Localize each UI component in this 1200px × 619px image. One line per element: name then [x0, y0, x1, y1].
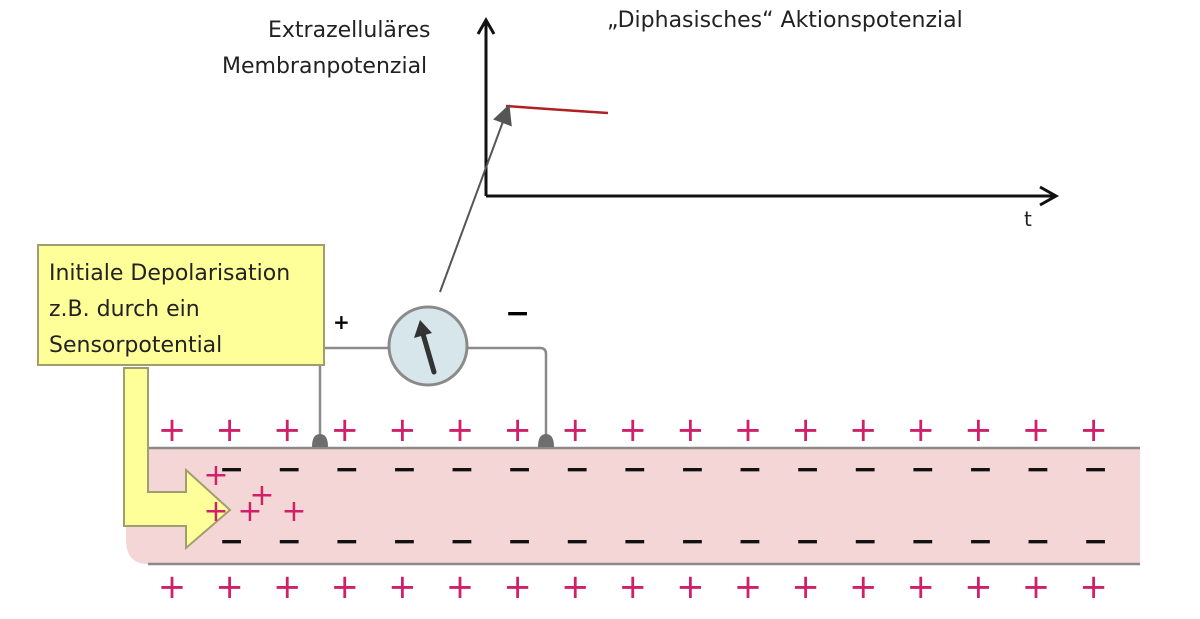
negative-charge: −: [334, 524, 359, 559]
positive-charge: +: [215, 567, 244, 607]
negative-charge: −: [1083, 524, 1108, 559]
positive-charge: +: [1022, 567, 1051, 607]
positive-charge: +: [676, 410, 705, 450]
positive-electrode-tip: [312, 434, 328, 447]
negative-charge: −: [910, 452, 935, 487]
positive-charge: +: [281, 494, 306, 529]
positive-charge: +: [849, 410, 878, 450]
negative-charge: −: [680, 524, 705, 559]
positive-charge: +: [734, 410, 763, 450]
positive-charge: +: [561, 410, 590, 450]
positive-charge: +: [907, 410, 936, 450]
intracellular-negative-charges-bottom: −−−−−−−−−−−−−−−−: [219, 524, 1108, 559]
positive-charge: +: [158, 410, 187, 450]
negative-charge: −: [507, 452, 532, 487]
positive-charge: +: [734, 567, 763, 607]
negative-charge: −: [392, 452, 417, 487]
positive-charge: +: [388, 567, 417, 607]
positive-charge: +: [215, 410, 244, 450]
positive-charge: +: [273, 410, 302, 450]
positive-charge: +: [331, 567, 360, 607]
positive-charge: +: [503, 410, 532, 450]
negative-charge: −: [565, 452, 590, 487]
negative-charge: −: [449, 452, 474, 487]
positive-charge: +: [964, 567, 993, 607]
x-axis-label: t: [1024, 207, 1032, 231]
negative-charge: −: [795, 524, 820, 559]
y-axis-label-line1: Extrazelluläres: [268, 18, 431, 43]
positive-charge: +: [1022, 410, 1051, 450]
negative-charge: −: [795, 452, 820, 487]
positive-charge: +: [619, 567, 648, 607]
positive-charge: +: [237, 494, 262, 529]
positive-charge: +: [203, 494, 228, 529]
negative-charge: −: [507, 524, 532, 559]
negative-charge: −: [277, 452, 302, 487]
positive-charge: +: [849, 567, 878, 607]
positive-charge: +: [446, 567, 475, 607]
positive-charge: +: [331, 410, 360, 450]
positive-charge: +: [446, 410, 475, 450]
negative-charge: −: [449, 524, 474, 559]
negative-electrode-label: −: [505, 296, 531, 331]
negative-charge: −: [737, 452, 762, 487]
negative-charge: −: [277, 524, 302, 559]
intracellular-negative-charges-top: −−−−−−−−−−−−−−−−: [219, 452, 1108, 487]
x-axis-arrow-icon: [1039, 185, 1060, 207]
positive-charge: +: [964, 410, 993, 450]
y-axis-arrow-icon: [476, 16, 496, 35]
negative-charge: −: [1025, 452, 1050, 487]
negative-charge: −: [910, 524, 935, 559]
negative-charge: −: [968, 452, 993, 487]
negative-charge: −: [622, 452, 647, 487]
positive-charge: +: [1079, 410, 1108, 450]
depolarisation-arrow-icon: [123, 367, 232, 551]
positive-charge: +: [619, 410, 648, 450]
negative-charge: −: [853, 524, 878, 559]
potential-trace: [505, 104, 609, 115]
voltmeter: [387, 305, 469, 387]
positive-electrode-label: +: [333, 310, 350, 334]
positive-charge: +: [791, 410, 820, 450]
meter-pointer-line: [439, 104, 512, 293]
extracellular-positive-charges-top: + + + + + + + + + + + + + + + + +: [158, 410, 1108, 450]
positive-charge: +: [676, 567, 705, 607]
negative-charge: −: [737, 524, 762, 559]
negative-charge: −: [622, 524, 647, 559]
negative-charge: −: [334, 452, 359, 487]
callout-line2: z.B. durch ein: [49, 297, 200, 322]
callout-line1: Initiale Depolarisation: [49, 261, 291, 286]
depolarisation-callout: Initiale Depolarisation z.B. durch ein S…: [37, 244, 325, 366]
callout-line3: Sensorpotential: [49, 333, 223, 358]
negative-electrode-wire: [468, 346, 548, 440]
negative-charge: −: [968, 524, 993, 559]
negative-charge: −: [392, 524, 417, 559]
positive-charge: +: [503, 567, 532, 607]
negative-charge: −: [680, 452, 705, 487]
positive-charge: +: [388, 410, 417, 450]
extracellular-positive-charges-bottom: + + + + + + + + + + + + + + + + +: [158, 567, 1108, 607]
needle-arrow-icon: [414, 320, 437, 375]
negative-charge: −: [853, 452, 878, 487]
y-axis-label-line2: Membranpotenzial: [222, 54, 428, 79]
positive-charge: +: [203, 458, 228, 493]
negative-charge: −: [1025, 524, 1050, 559]
negative-electrode-tip: [538, 434, 554, 447]
positive-charge: +: [791, 567, 820, 607]
negative-charge: −: [219, 452, 244, 487]
negative-charge: −: [219, 524, 244, 559]
positive-charge: +: [1079, 567, 1108, 607]
influx-positive-charges: +++++: [203, 458, 306, 529]
graph-title: „Diphasisches“ Aktionspotenzial: [607, 8, 963, 33]
positive-charge: +: [158, 567, 187, 607]
axon-body: [126, 448, 1140, 564]
positive-charge: +: [561, 567, 590, 607]
positive-charge: +: [249, 478, 274, 513]
positive-charge: +: [907, 567, 936, 607]
negative-charge: −: [565, 524, 590, 559]
negative-charge: −: [1083, 452, 1108, 487]
positive-charge: +: [273, 567, 302, 607]
